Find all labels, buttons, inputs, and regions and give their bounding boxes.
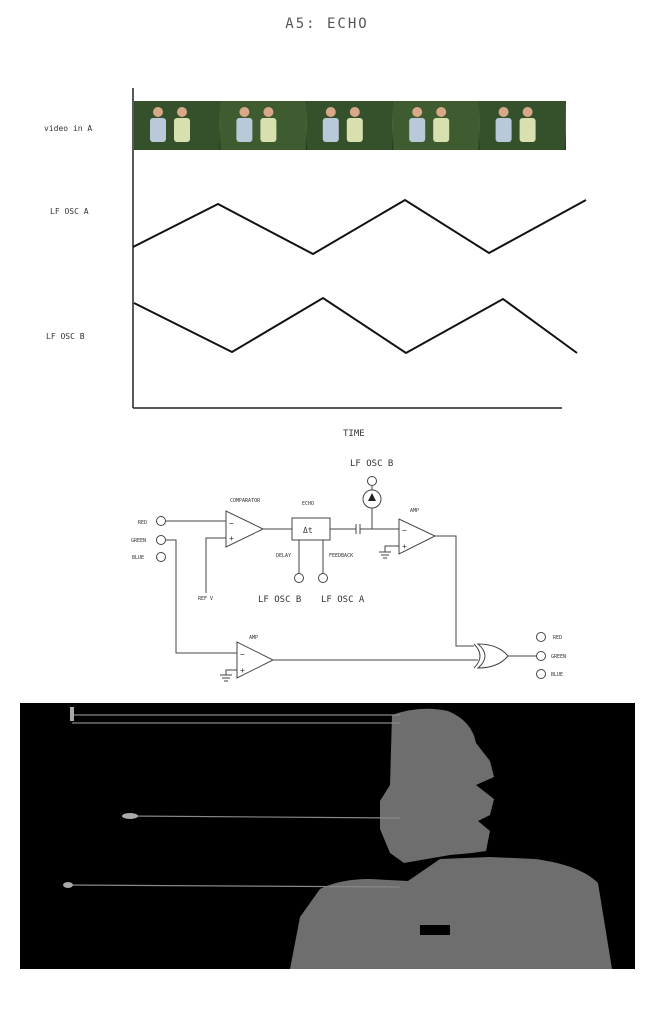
video-person-head xyxy=(522,107,533,117)
comparator-symbol xyxy=(225,510,265,548)
amp-1-plus: + xyxy=(402,542,407,551)
input-label-blue: BLUE xyxy=(132,555,144,561)
lf-osc-a-under-label: LF OSC A xyxy=(321,595,365,605)
row-label-lf-osc-b: LF OSC B xyxy=(46,332,85,341)
row-label-video-in-a: video in A xyxy=(44,124,93,133)
timing-diagram xyxy=(132,88,587,409)
input-label-green: GREEN xyxy=(131,538,146,544)
xor-gate-symbol xyxy=(476,643,509,669)
video-person-head xyxy=(177,107,187,117)
time-axis-label: TIME xyxy=(343,429,365,439)
video-person-body xyxy=(260,118,277,142)
input-jack-blue[interactable] xyxy=(156,552,166,562)
output-jack-red[interactable] xyxy=(536,632,546,642)
input-jack-red[interactable] xyxy=(156,516,166,526)
video-person-head xyxy=(349,107,360,117)
feedback-jack[interactable] xyxy=(318,573,328,583)
row-label-lf-osc-a: LF OSC A xyxy=(50,207,89,216)
delay-label: DELAY xyxy=(276,553,291,559)
video-person-head xyxy=(239,107,250,117)
comparator-label: COMPARATOR xyxy=(230,498,261,504)
lf-osc-b-top-jack[interactable] xyxy=(367,476,377,486)
echo-figure xyxy=(290,708,612,969)
echo-output-image xyxy=(20,703,635,969)
video-person-body xyxy=(174,118,190,142)
output-label-red: RED xyxy=(553,635,562,641)
video-person-body xyxy=(495,118,512,142)
video-person-head xyxy=(436,107,447,117)
video-person-body xyxy=(322,118,339,142)
delta-t-label: Δt xyxy=(303,526,313,535)
lf-osc-b-top-label: LF OSC B xyxy=(350,459,393,469)
xor-back-curve xyxy=(473,643,481,669)
amp-2-plus: + xyxy=(240,666,245,675)
feedback-label: FEEDBACK xyxy=(329,553,353,559)
amp-1-symbol xyxy=(398,518,437,555)
video-person-head xyxy=(412,107,423,117)
video-person-body xyxy=(150,118,166,142)
video-person-head xyxy=(153,107,163,117)
video-person-head xyxy=(498,107,509,117)
schematic-diagram: RED GREEN BLUE COMPARATOR − + REF V ECHO… xyxy=(131,459,566,682)
output-label-green: GREEN xyxy=(551,654,566,660)
output-jack-green[interactable] xyxy=(536,651,546,661)
video-person-body xyxy=(236,118,253,142)
page-title: A5: ECHO xyxy=(285,16,369,32)
video-strip xyxy=(134,101,566,150)
echo-label: ECHO xyxy=(302,501,314,507)
video-person-body xyxy=(346,118,363,142)
video-person-body xyxy=(409,118,426,142)
video-person-body xyxy=(433,118,450,142)
comparator-minus: − xyxy=(229,519,234,528)
input-label-red: RED xyxy=(138,520,147,526)
video-person-head xyxy=(325,107,336,117)
amp-1-label: AMP xyxy=(410,508,419,514)
video-person-body xyxy=(519,118,536,142)
comparator-plus: + xyxy=(229,534,234,543)
echo-smear-heads xyxy=(63,707,138,888)
video-person-head xyxy=(263,107,274,117)
output-label-blue: BLUE xyxy=(551,672,563,678)
lf-osc-b-under-label: LF OSC B xyxy=(258,595,301,605)
amp-2-symbol xyxy=(236,641,275,679)
echo-smear-streaks xyxy=(63,714,401,888)
ref-v-label: REF V xyxy=(198,596,213,602)
lf-osc-a-wave xyxy=(132,198,587,256)
delay-jack[interactable] xyxy=(294,573,304,583)
lf-osc-b-wave xyxy=(133,296,578,355)
echo-figure-artifacts xyxy=(420,851,540,935)
output-jack-blue[interactable] xyxy=(536,669,546,679)
amp-2-minus: − xyxy=(240,650,245,659)
amp-1-minus: − xyxy=(402,526,407,535)
input-jack-green[interactable] xyxy=(156,535,166,545)
current-arrow-icon xyxy=(368,493,376,501)
amp-2-label: AMP xyxy=(249,635,258,641)
